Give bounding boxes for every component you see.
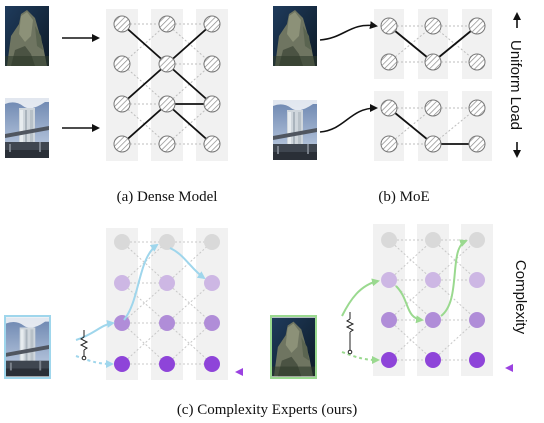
building-photo-icon [6, 317, 49, 377]
uniform-load-axis: Uniform Load [507, 12, 524, 158]
uniform-load-label: Uniform Load [507, 40, 524, 130]
caption-dense: (a) Dense Model [117, 189, 218, 205]
dense-nodes [113, 15, 221, 153]
building-photo-icon [5, 98, 49, 158]
router-arrow-top [319, 21, 378, 41]
complexity-label: Complexity [512, 260, 529, 335]
building-photo-icon [273, 100, 317, 160]
dense-model-panel: (a) Dense Model [5, 6, 228, 205]
rock-photo-icon [272, 317, 315, 377]
right-nodes [381, 232, 485, 368]
resistor-icon [79, 330, 89, 361]
blue-route-path [75, 243, 206, 368]
layer-column-1 [373, 224, 405, 376]
resistor-icon [345, 312, 355, 355]
caption-moe: (b) MoE [378, 189, 429, 205]
photo-frame-green [270, 315, 317, 379]
moe-active-edges [388, 25, 478, 145]
router-arrow-bottom [319, 104, 378, 133]
moe-nodes [380, 17, 486, 153]
caption-complexity: (c) Complexity Experts (ours) [177, 402, 357, 418]
photo-frame-blue [4, 315, 51, 379]
complexity-panel-right: Complexity [270, 224, 529, 379]
moe-panel: Uniform Load (b) MoE [273, 6, 524, 205]
rock-photo-icon [273, 6, 317, 66]
green-route-path [341, 239, 468, 364]
layer-column-3 [196, 228, 228, 380]
complexity-panel-left [4, 228, 243, 380]
left-nodes [114, 234, 220, 372]
rock-photo-icon [5, 6, 49, 66]
dense-active-edges [121, 23, 213, 145]
